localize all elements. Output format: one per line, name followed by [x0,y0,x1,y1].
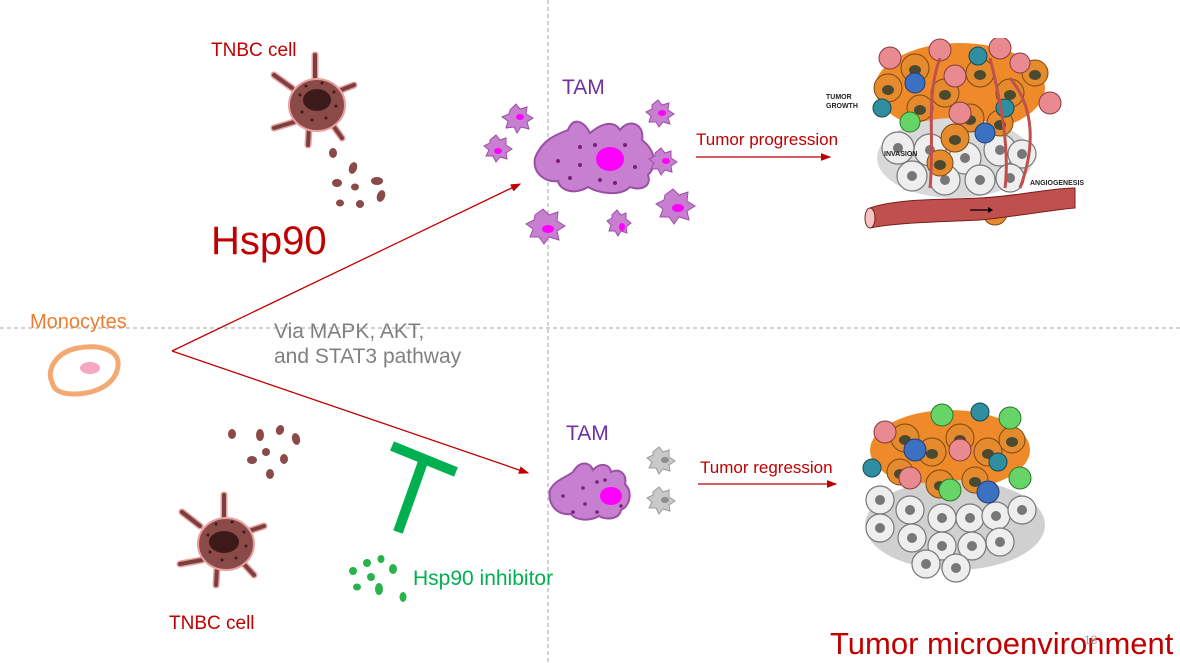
pathway-text-line1: Via MAPK, AKT, [274,320,425,343]
hsp90-inhibitor-particles-icon [349,555,407,602]
tumor-progression-label: Tumor progression [696,130,839,149]
slide-title: Tumor microenvironment [830,626,1174,661]
pathway-text-line2: and STAT3 pathway [274,345,462,368]
tam-bottom-cell [548,462,631,521]
arrow-monocyte-to-tam-top [171,183,522,352]
tumor-growth-label: TUMOR GROWTH [826,93,858,111]
monocytes-label: Monocytes [30,311,127,333]
tam-cluster-bottom-icon [548,446,676,521]
tnbc-cell-bottom-label: TNBC cell [169,613,255,634]
tumor-regression-label: Tumor regression [700,458,833,477]
tam-top-label: TAM [562,76,605,99]
arrow-monocyte-to-tam-bottom [171,350,530,474]
tumor-growth-label-line2: GROWTH [826,103,858,110]
inactive-tam-cells [646,446,676,515]
hsp90-particles-top-icon [329,148,386,208]
tnbc-cell-top-icon [270,51,358,149]
tam-large-cell [533,120,655,194]
blood-vessels [928,57,1032,189]
hsp90-inhibitor-label: Hsp90 inhibitor [413,567,554,590]
angiogenesis-label: ANGIOGENESIS [1030,180,1085,187]
tumor-regression-illustration [862,402,1045,583]
invasion-label: INVASION [884,151,918,158]
hsp90-label: Hsp90 [211,219,327,263]
tam-cluster-top-icon [483,99,696,245]
monocyte-cell-icon [47,344,121,397]
blood-vessel-main [869,187,1076,229]
inhibition-t-bar-icon [390,441,458,534]
tnbc-cell-bottom-icon [176,491,268,589]
tam-bottom-label: TAM [566,422,609,445]
tumor-growth-label-line1: TUMOR [826,94,852,101]
tumor-progression-illustration [864,38,1076,229]
hsp90-particles-bottom-icon [228,425,301,479]
slide-page-number: 18 [1084,633,1098,647]
tnbc-cell-top-label: TNBC cell [211,40,297,61]
